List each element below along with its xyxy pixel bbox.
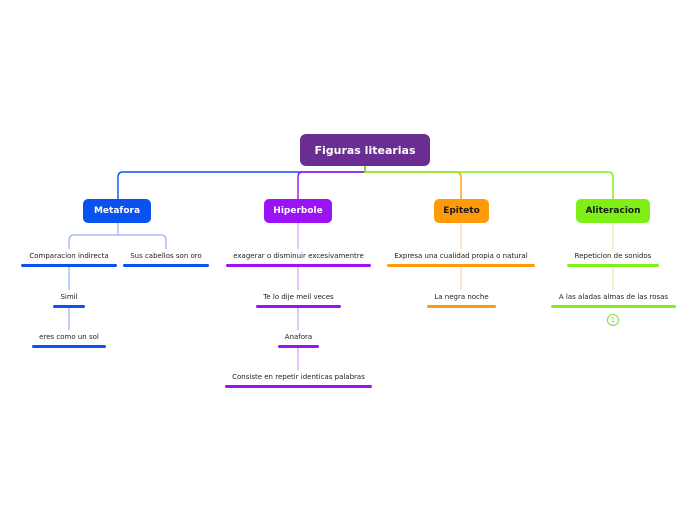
leaf-underline	[551, 305, 676, 308]
leaf-label: exagerar o disminuir excesivamentre	[233, 252, 364, 260]
leaf-label: Anafora	[284, 333, 313, 341]
leaf-label: Expresa una cualidad propia o natural	[394, 252, 528, 260]
connector-root-epiteto	[364, 166, 462, 199]
collapse-toggle-icon[interactable]: 1	[607, 314, 619, 326]
leaf-label: Sus cabellos son oro	[130, 252, 202, 260]
leaf-node-exagerar[interactable]: exagerar o disminuir excesivamentre	[226, 252, 371, 267]
leaf-node-anafora[interactable]: Anafora	[278, 333, 319, 348]
leaf-label: Te lo dije meil veces	[263, 293, 334, 301]
leaf-underline	[21, 264, 117, 267]
leaf-label: A las aladas almas de las rosas	[558, 293, 669, 301]
branch-node-hiperbole[interactable]: Hiperbole	[264, 199, 332, 223]
leaf-underline	[256, 305, 341, 308]
branch-node-epiteto[interactable]: Epiteto	[434, 199, 489, 223]
leaf-underline	[387, 264, 535, 267]
leaf-label: Repeticion de sonidos	[574, 252, 652, 260]
leaf-underline	[123, 264, 209, 267]
leaf-underline	[427, 305, 496, 308]
leaf-underline	[226, 264, 371, 267]
leaf-node-expresa-una-cualidad[interactable]: Expresa una cualidad propia o natural	[387, 252, 535, 267]
leaf-underline	[32, 345, 106, 348]
leaf-label: Consiste en repetir identicas palabras	[232, 373, 365, 381]
connector-metafora-cabellos	[117, 223, 167, 249]
leaf-underline	[278, 345, 319, 348]
leaf-node-te-lo-dije[interactable]: Te lo dije meil veces	[256, 293, 341, 308]
leaf-label: Simil	[60, 293, 78, 301]
leaf-node-eres-como-un-sol[interactable]: eres como un sol	[32, 333, 106, 348]
connector-root-metafora	[117, 166, 366, 199]
leaf-underline	[225, 385, 372, 388]
leaf-underline	[53, 305, 85, 308]
connector-root-hiperbole	[297, 166, 366, 199]
leaf-node-consiste-en-repetir[interactable]: Consiste en repetir identicas palabras	[225, 373, 372, 388]
leaf-node-sus-cabellos-son-oro[interactable]: Sus cabellos son oro	[123, 252, 209, 267]
leaf-label: La negra noche	[434, 293, 489, 301]
leaf-underline	[567, 264, 659, 267]
leaf-node-simil[interactable]: Simil	[53, 293, 85, 308]
leaf-label: Comparacion indirecta	[29, 252, 109, 260]
branch-node-metafora[interactable]: Metafora	[83, 199, 151, 223]
leaf-node-la-negra-noche[interactable]: La negra noche	[427, 293, 496, 308]
leaf-label: eres como un sol	[39, 333, 99, 341]
root-node[interactable]: Figuras litearias	[300, 134, 430, 166]
connector-metafora-comparacion	[68, 223, 119, 249]
leaf-node-repeticion-de-sonidos[interactable]: Repeticion de sonidos	[567, 252, 659, 267]
connector-root-aliteracion	[364, 166, 614, 199]
leaf-node-comparacion-indirecta[interactable]: Comparacion indirecta	[21, 252, 117, 267]
leaf-node-a-las-aladas-almas[interactable]: A las aladas almas de las rosas	[551, 293, 676, 308]
branch-node-aliteracion[interactable]: Aliteracion	[576, 199, 650, 223]
